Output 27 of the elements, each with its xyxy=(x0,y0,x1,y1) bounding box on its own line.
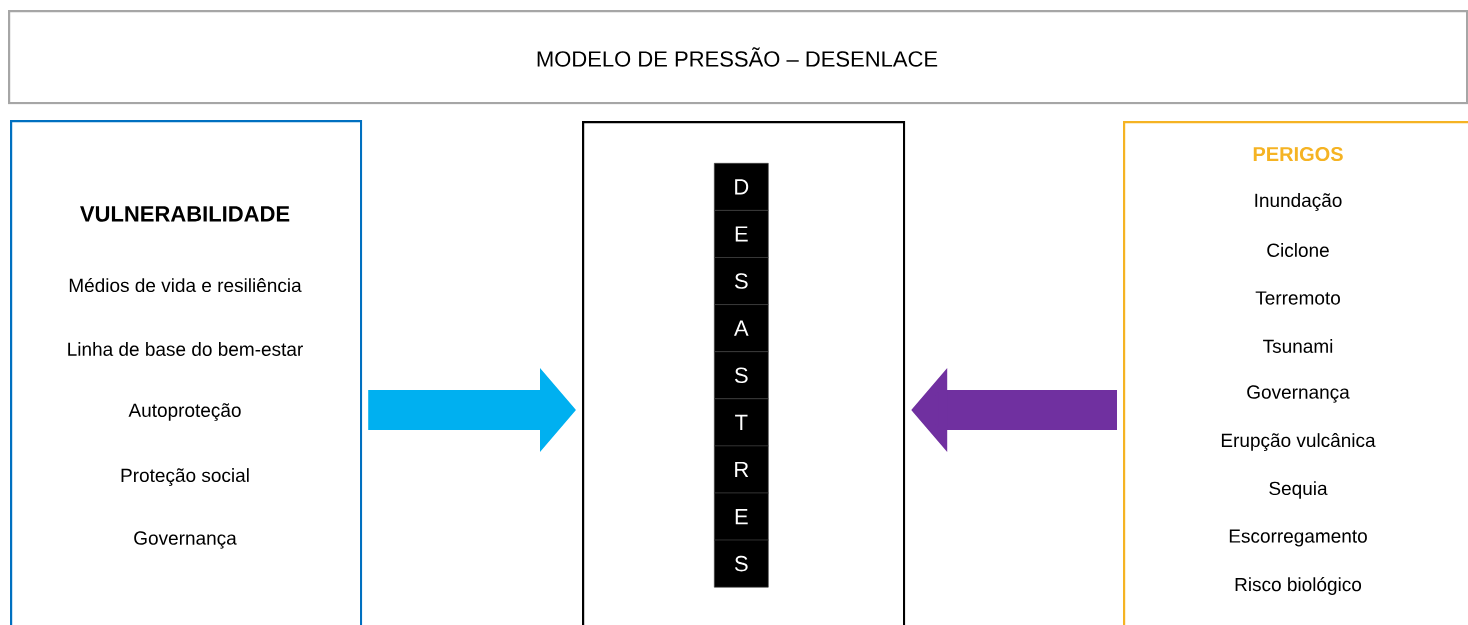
list-item: Governança xyxy=(134,531,237,549)
list-item: Escorregamento xyxy=(1229,529,1367,547)
list-item: Sequia xyxy=(1269,481,1328,499)
letter-tile: A xyxy=(714,304,769,352)
list-item: Médios de vida e resiliência xyxy=(69,277,302,293)
letter-tile: S xyxy=(714,539,769,588)
list-item: Tsunami xyxy=(1263,339,1333,353)
panel-heading: PERIGOS xyxy=(1253,146,1343,162)
letter-tile: R xyxy=(714,445,769,494)
frame-box xyxy=(582,121,906,625)
list-item: Risco biológico xyxy=(1235,577,1362,595)
letter-tile: T xyxy=(714,398,769,447)
list-item: Erupção vulcânica xyxy=(1221,433,1376,451)
title-text: MODELO DE PRESSÃO – DESENLACE xyxy=(537,47,938,67)
letter-tile: D xyxy=(714,163,769,211)
list-item: Autoproteção xyxy=(128,403,241,421)
list-item: Inundação xyxy=(1255,193,1342,211)
panel-heading: VULNERABILIDADE xyxy=(80,206,290,222)
list-item: Ciclone xyxy=(1267,243,1329,257)
letter-tile: E xyxy=(714,492,769,541)
list-item: Linha de base do bem-estar xyxy=(68,342,303,356)
letter-tile: S xyxy=(714,351,769,400)
list-item: Governança xyxy=(1247,385,1350,403)
letter-tile: S xyxy=(714,257,769,305)
list-item: Proteção social xyxy=(121,468,249,486)
list-item: Terremoto xyxy=(1255,291,1340,305)
letter-tile: E xyxy=(714,210,769,258)
